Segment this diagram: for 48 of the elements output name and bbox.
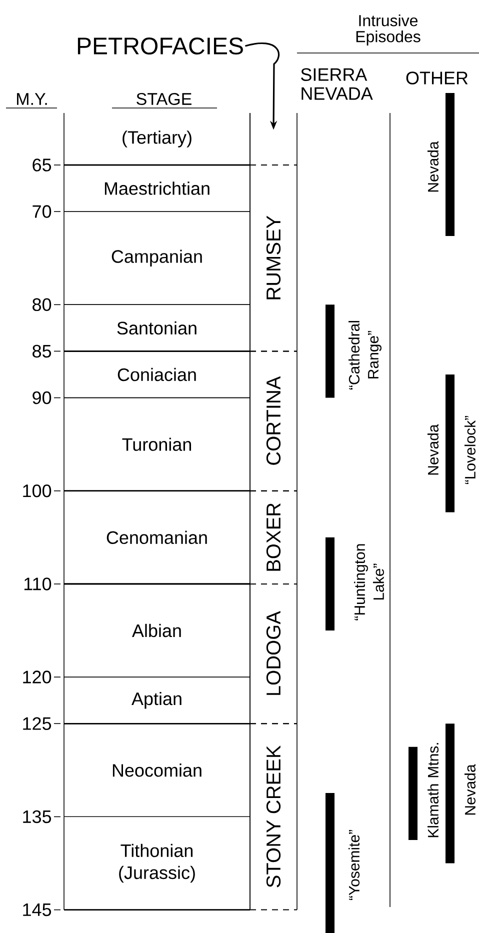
petrofacies-box: RUMSEY — [250, 164, 298, 352]
stage-box: Albian — [64, 583, 250, 678]
age-tick: 125 — [23, 717, 61, 730]
stage-box: Turonian — [64, 397, 250, 492]
age-tick: 90 — [32, 391, 61, 404]
episode-bar — [326, 537, 334, 630]
episode-bar — [326, 304, 334, 398]
petrofacies-box: LODOGA — [250, 583, 298, 724]
stage-box: Neocomian — [64, 722, 250, 818]
petrofacies-box: STONY CREEK — [250, 723, 298, 910]
episode-label: Nevada — [464, 764, 476, 815]
episode-bar — [446, 93, 454, 236]
age-tick: 80 — [32, 298, 61, 312]
episode-label: “Huntington Lake” — [354, 544, 384, 620]
episode-bar — [446, 374, 454, 512]
episode-label: “Lovelock” — [464, 416, 476, 484]
age-tick: 65 — [32, 158, 61, 172]
episode-label: Klamath Mtns. — [428, 743, 438, 838]
column-heading: SIERRA NEVADA — [301, 68, 373, 100]
episode-bar — [408, 746, 418, 840]
stage-box: Maestrichtian — [64, 164, 250, 212]
stage-box: Santonian — [64, 304, 250, 352]
age-tick: 110 — [24, 578, 61, 590]
petrofacies-box: BOXER — [250, 490, 298, 584]
column-heading: Intrusive Episodes — [356, 14, 420, 46]
column-heading: M.Y. — [6, 93, 58, 108]
stage-box: Campanian — [64, 211, 250, 306]
episode-bar — [326, 793, 334, 933]
age-tick: 70 — [32, 205, 61, 218]
age-tick: 145 — [23, 904, 61, 916]
column-heading: STAGE — [112, 92, 218, 108]
heading: PETROFACIES — [78, 38, 243, 54]
petrofacies-cell — [250, 112, 298, 166]
episode-label: Nevada — [428, 141, 438, 192]
stage-box: Aptian — [64, 676, 250, 724]
episode-bar — [446, 724, 454, 864]
episode-label: “Yosemite” — [348, 830, 360, 900]
age-tick: 135 — [23, 810, 61, 824]
episode-label: Nevada — [428, 424, 438, 475]
stage-box: (Tertiary) — [64, 112, 250, 166]
age-tick: 120 — [23, 670, 61, 684]
stage-box: Coniacian — [64, 350, 250, 398]
stage-box: Cenomanian — [64, 490, 250, 585]
episode-label: “Cathedral Range” — [348, 321, 382, 390]
stage-box: Tithonian (Jurassic) — [64, 816, 250, 910]
age-tick: 100 — [23, 484, 61, 498]
petrofacies-box: CORTINA — [250, 350, 298, 492]
age-tick: 85 — [32, 344, 61, 358]
